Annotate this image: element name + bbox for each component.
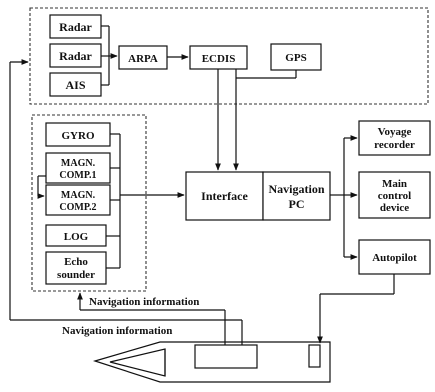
log-box: LOG (45, 224, 107, 247)
main-control-line3: device (380, 202, 409, 214)
arpa-label: ARPA (128, 53, 158, 65)
echo-sounder-line1: Echo (64, 256, 88, 268)
ecdis-box: ECDIS (189, 45, 248, 70)
magn-comp-2-line1: MAGN. (61, 190, 96, 201)
ais-box: AIS (49, 72, 102, 97)
voyage-recorder-line1: Voyage (378, 126, 412, 138)
nav-info-inner-label: Navigation information (89, 296, 199, 308)
magn-comp-1-line1: MAGN. (61, 158, 96, 169)
nav-info-outer-label: Navigation information (62, 325, 172, 337)
radar-mid-label: Radar (59, 49, 92, 63)
echo-sounder-line2: sounder (57, 269, 95, 281)
ship-outline (92, 341, 331, 383)
autopilot-box: Autopilot (358, 239, 431, 275)
ais-label: AIS (65, 78, 85, 92)
voyage-recorder-box: Voyage recorder (358, 120, 431, 156)
navigation-pc-box: Navigation PC (262, 171, 331, 221)
radar-top-label: Radar (59, 20, 92, 34)
radar-box-top: Radar (49, 14, 102, 39)
magn-comp-2-box: MAGN. COMP.2 (45, 184, 111, 216)
magn-comp-2-line2: COMP.2 (59, 202, 96, 213)
ship-steering-unit (308, 344, 321, 368)
compass-group-frame (31, 114, 147, 292)
top-group-connectors (101, 25, 297, 171)
autopilot-label: Autopilot (372, 252, 417, 264)
feedback-connectors (9, 59, 243, 345)
interface-box: Interface (185, 171, 264, 221)
main-control-line1: Main (382, 178, 407, 190)
ship-onboard-computer (194, 344, 258, 369)
sensor-group-frame (29, 7, 429, 105)
interface-label: Interface (201, 189, 248, 203)
magn-comp-1-box: MAGN. COMP.1 (45, 152, 111, 184)
gyro-label: GYRO (62, 130, 95, 142)
navigation-pc-line1: Navigation (268, 182, 324, 196)
main-control-device-box: Main control device (358, 171, 431, 219)
voyage-recorder-line2: recorder (374, 139, 415, 151)
navigation-pc-line2: PC (289, 197, 305, 211)
magn-comp-1-line2: COMP.1 (59, 170, 96, 181)
gps-label: GPS (285, 52, 306, 64)
echo-sounder-box: Echo sounder (45, 251, 107, 285)
log-label: LOG (64, 231, 89, 243)
arpa-box: ARPA (118, 45, 168, 70)
gps-box: GPS (270, 43, 322, 71)
output-connectors (317, 135, 395, 344)
gyro-box: GYRO (45, 122, 111, 147)
main-control-line2: control (378, 190, 411, 202)
radar-box-mid: Radar (49, 43, 102, 68)
ecdis-label: ECDIS (202, 53, 236, 65)
compass-group-connectors (37, 133, 185, 269)
